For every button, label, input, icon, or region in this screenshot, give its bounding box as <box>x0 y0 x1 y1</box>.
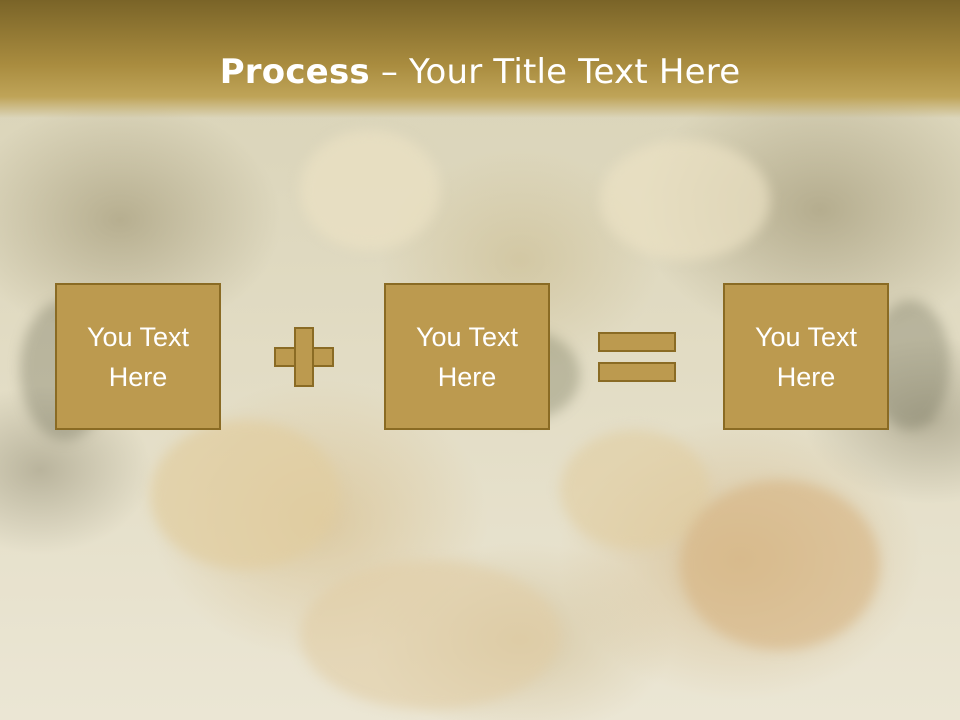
slide-title: Process – Your Title Text Here <box>0 52 960 92</box>
process-box-2: You Text Here <box>384 283 550 430</box>
plus-icon <box>274 327 334 387</box>
process-box-2-text: You Text Here <box>415 321 519 392</box>
title-banner <box>0 0 960 118</box>
process-box-1-text: You Text Here <box>86 321 190 392</box>
process-box-3: You Text Here <box>723 283 889 430</box>
process-box-3-text: You Text Here <box>754 321 858 392</box>
process-box-1: You Text Here <box>55 283 221 430</box>
title-rest: – Your Title Text Here <box>369 52 741 92</box>
equals-icon <box>598 332 676 382</box>
title-bold: Process <box>219 52 370 92</box>
